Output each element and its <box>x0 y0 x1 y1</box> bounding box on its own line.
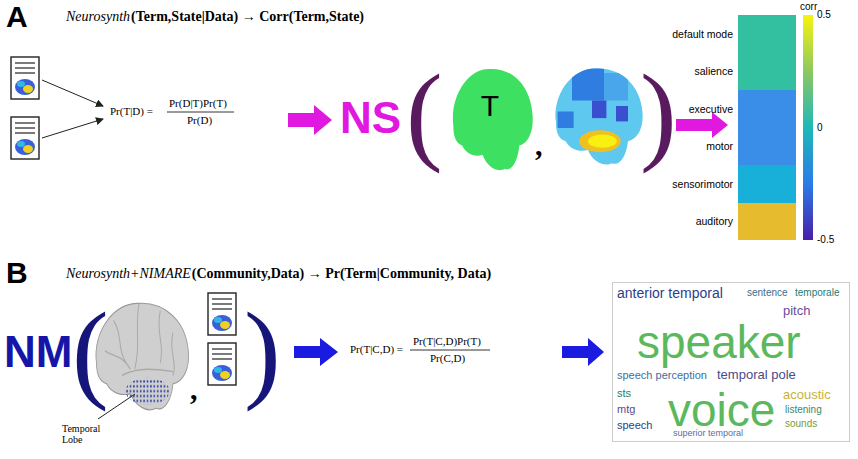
row-label: sensorimotor <box>672 178 733 190</box>
separator: , <box>535 130 543 160</box>
bracket: ) <box>244 296 281 406</box>
header-formula: (Term,State|Data) → Corr(Term,State) <box>131 9 364 25</box>
cloud-word: superior temporal <box>673 428 743 438</box>
formula: Pr(C,D) <box>430 352 465 364</box>
bar-cell: executive <box>738 90 796 128</box>
fraction-bar <box>167 112 234 113</box>
row-label: default mode <box>672 28 733 40</box>
header-formula: Neurosynth+NIMARE <box>66 266 191 282</box>
brain-map <box>555 68 642 165</box>
arrow <box>294 338 338 366</box>
function-name: NM <box>4 330 72 374</box>
formula: Pr(D) <box>187 114 212 126</box>
cloud-word: mtg <box>617 403 635 415</box>
document-icon <box>208 293 236 335</box>
cloud-word: acoustic <box>783 387 831 402</box>
cloud-word: speaker <box>637 315 801 369</box>
function-name: NS <box>340 96 401 140</box>
cloud-word: listening <box>785 404 822 415</box>
bracket: ( <box>406 58 443 168</box>
term-brain: T <box>446 62 534 178</box>
tick-label: 0.5 <box>817 9 831 20</box>
cloud-word: temporale <box>795 287 839 298</box>
cloud-word: pitch <box>783 303 810 318</box>
bar-cell: sensorimotor <box>738 165 796 203</box>
formula: Pr(T|C,D) = <box>350 343 403 355</box>
cloud-word: anterior temporal <box>617 285 723 301</box>
header-formula: Neurosynth <box>66 9 130 25</box>
row-label: auditory <box>696 215 733 227</box>
panel-letter: A <box>6 2 28 32</box>
panel-letter: B <box>6 258 28 288</box>
row-label: executive <box>689 103 733 115</box>
term-symbol: T <box>481 89 499 123</box>
formula: Pr(D|T)Pr(T) <box>169 97 227 109</box>
arrow <box>676 112 728 138</box>
region-label: Temporal Lobe <box>62 423 112 445</box>
bar-cell: salience <box>738 53 796 91</box>
row-label: salience <box>694 65 733 77</box>
arrow <box>562 338 604 366</box>
tick-label: -0.5 <box>817 234 834 245</box>
bracket: ( <box>72 296 109 406</box>
document-icon <box>208 343 236 385</box>
arrow <box>288 105 332 135</box>
document-icon <box>11 117 39 159</box>
row-label: motor <box>706 140 733 152</box>
bar-cell: auditory <box>738 203 796 241</box>
header-formula: (Community,Data) → Pr(Term|Community, Da… <box>192 266 491 282</box>
cloud-word: speech <box>617 419 652 431</box>
formula: Pr(T|D) = <box>110 105 153 117</box>
arrow-line <box>42 80 103 106</box>
arrow-line <box>42 119 103 138</box>
brain-outline <box>96 303 189 410</box>
cloud-word: sts <box>617 387 631 399</box>
cloud-word: speech perception <box>617 369 707 381</box>
cloud-word: temporal pole <box>717 367 796 382</box>
tick-label: 0 <box>817 122 823 133</box>
document-icon <box>11 57 39 99</box>
colorbar-title: corr <box>800 1 817 12</box>
bar-cell: motor <box>738 128 796 166</box>
fraction-bar <box>410 350 490 351</box>
cloud-word: sentence <box>747 287 788 298</box>
cloud-word: sounds <box>785 418 817 429</box>
word-cloud: anterior temporalsentencetemporalepitchs… <box>612 282 850 442</box>
separator: , <box>190 374 198 404</box>
bar-cell: default mode <box>738 15 796 53</box>
formula: Pr(T|C,D)Pr(T) <box>413 335 481 347</box>
bracket: ) <box>640 58 677 168</box>
colorbar <box>803 15 813 240</box>
